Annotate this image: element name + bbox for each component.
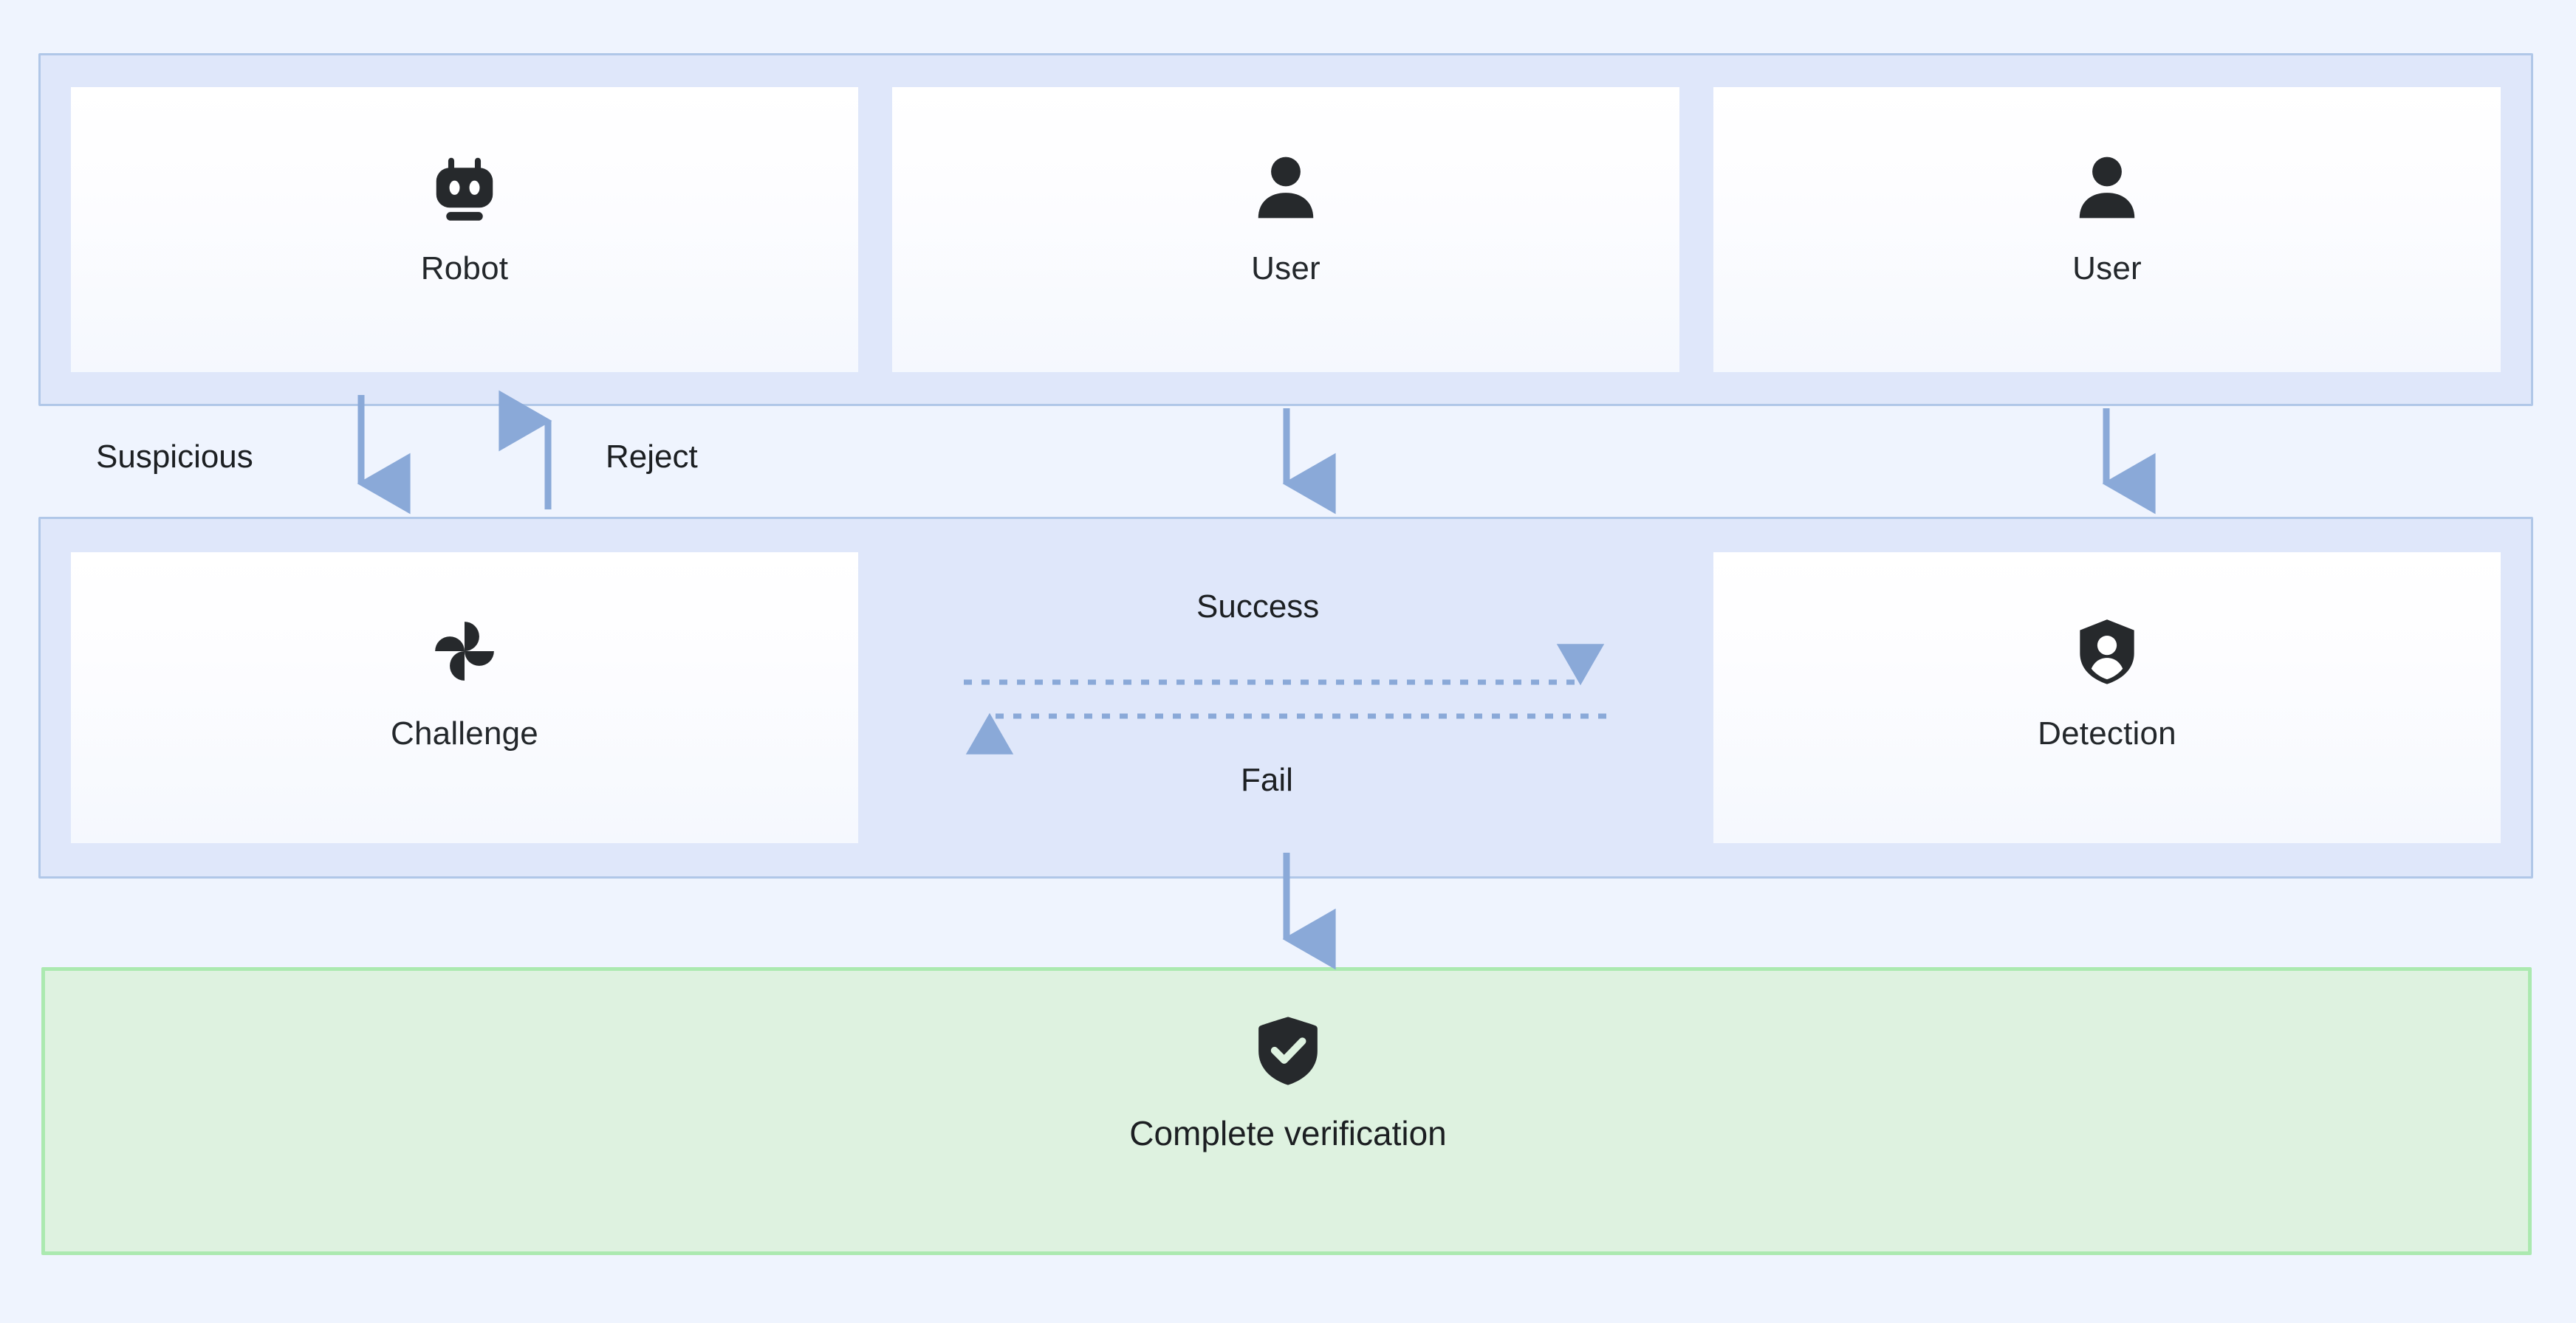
node-label-user-1: User	[1251, 250, 1320, 286]
edge-label-success: Success	[1196, 588, 1320, 625]
result-group-panel	[41, 967, 2532, 1255]
pinwheel-icon	[423, 610, 506, 693]
node-label-detection: Detection	[2038, 715, 2176, 752]
edge-label-fail: Fail	[1241, 762, 1293, 798]
edge-label-suspicious: Suspicious	[96, 439, 253, 475]
edge-label-reject: Reject	[606, 439, 698, 475]
shield-check-icon	[1248, 1010, 1328, 1090]
node-card-user-2[interactable]: User	[1713, 87, 2501, 372]
node-label-challenge: Challenge	[391, 715, 538, 752]
node-card-challenge[interactable]: Challenge	[71, 552, 858, 843]
user-icon	[2066, 145, 2148, 227]
node-card-user-1[interactable]: User	[892, 87, 1679, 372]
robot-icon	[423, 145, 506, 227]
node-label-robot: Robot	[420, 250, 509, 286]
node-label-complete-verification: Complete verification	[1129, 1114, 1447, 1152]
node-card-detection[interactable]: Detection	[1713, 552, 2501, 843]
user-icon	[1244, 145, 1327, 227]
shield-user-icon	[2066, 610, 2148, 693]
node-card-complete-verification[interactable]: Complete verification	[0, 1010, 2576, 1150]
node-card-robot[interactable]: Robot	[71, 87, 858, 372]
node-label-user-2: User	[2072, 250, 2142, 286]
